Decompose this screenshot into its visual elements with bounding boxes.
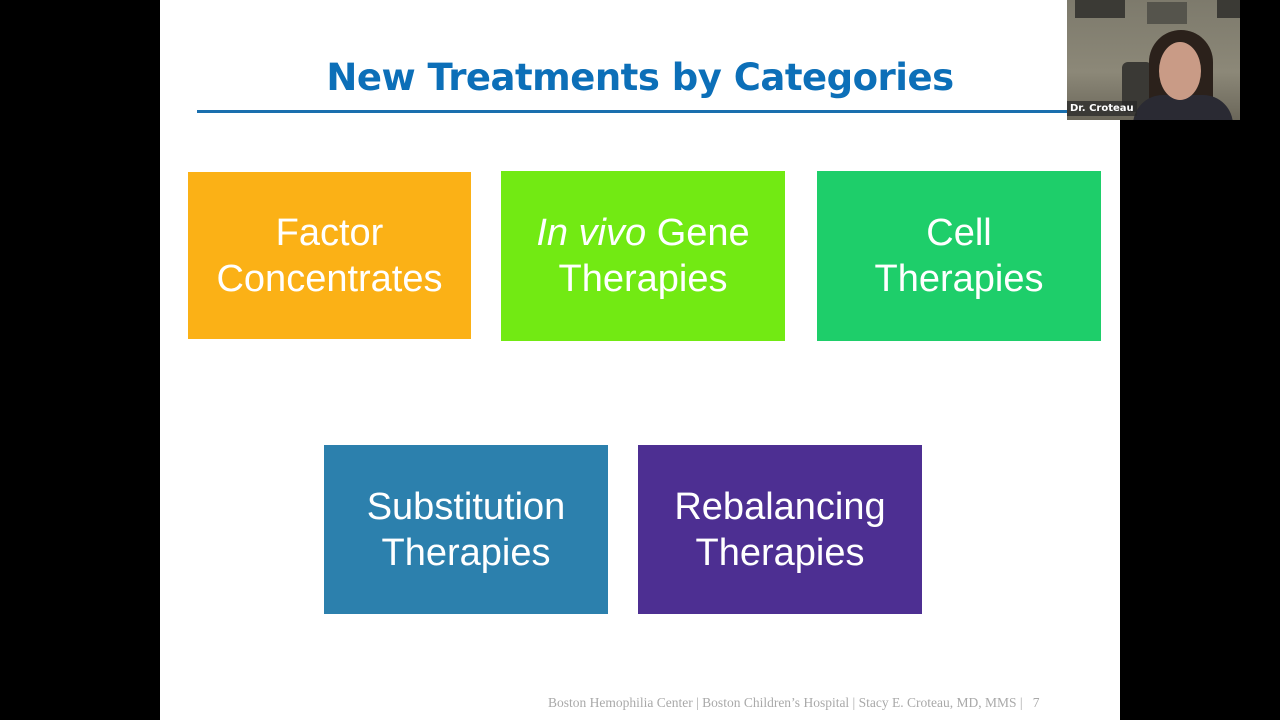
- box-line: Factor: [275, 211, 384, 254]
- participant-video[interactable]: Dr. Croteau: [1067, 0, 1240, 120]
- box-line: Gene: [646, 212, 750, 254]
- wall-frame: [1217, 0, 1240, 18]
- box-line: Concentrates: [216, 257, 443, 300]
- participant-face: [1159, 42, 1201, 100]
- footer-text: Boston Hemophilia Center | Boston Childr…: [548, 695, 1023, 710]
- box-line-italic: In vivo: [536, 212, 647, 254]
- slide-title: New Treatments by Categories: [326, 56, 954, 99]
- box-line: Substitution: [366, 485, 566, 528]
- box-line: Rebalancing: [674, 485, 886, 528]
- box-line: Therapies: [874, 258, 1044, 300]
- box-line: Therapies: [695, 531, 865, 574]
- participant-name-label: Dr. Croteau: [1067, 101, 1137, 116]
- box-line: Therapies: [381, 531, 551, 574]
- title-divider: [197, 110, 1067, 113]
- page-number: 7: [1032, 695, 1040, 710]
- wall-frame: [1147, 2, 1187, 24]
- box-line: Cell: [926, 212, 992, 254]
- slide-footer: Boston Hemophilia Center | Boston Childr…: [548, 695, 1039, 711]
- wall-frame: [1075, 0, 1125, 18]
- box-line: Therapies: [558, 258, 728, 300]
